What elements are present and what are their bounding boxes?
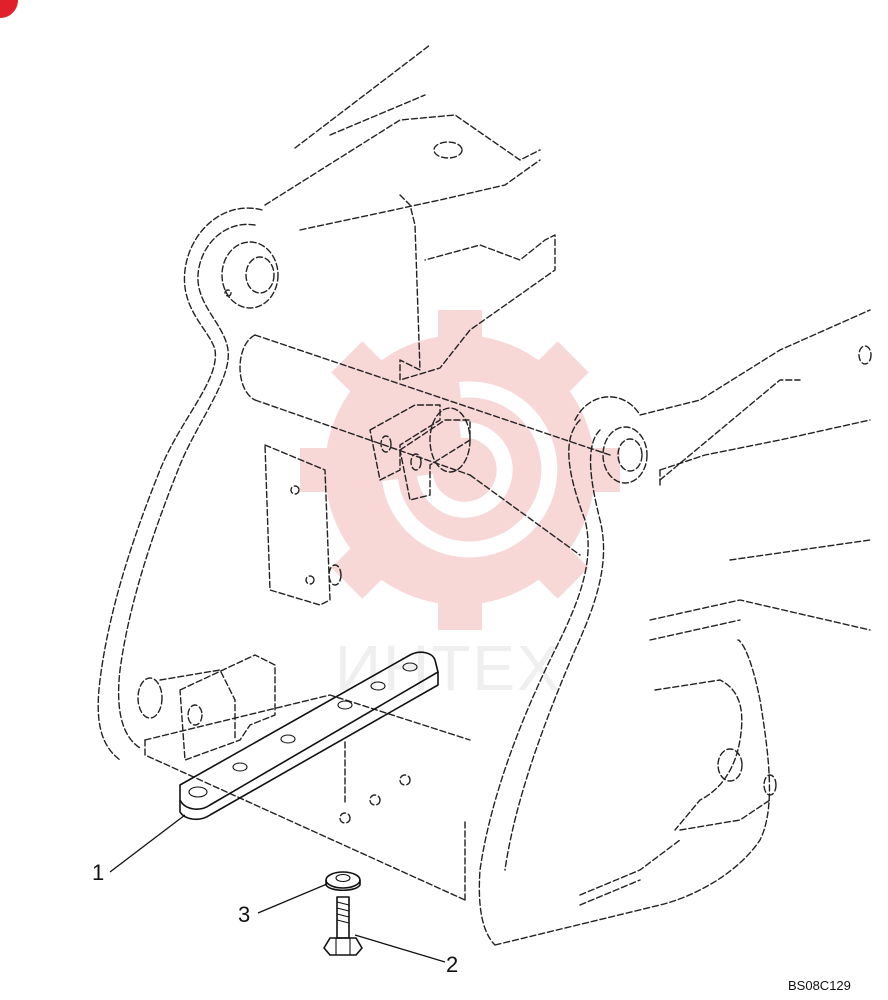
- callout-1: 1: [92, 814, 186, 885]
- callout-3: 3: [238, 883, 328, 927]
- part-bolt: [323, 896, 363, 956]
- callout-1-label: 1: [92, 860, 104, 885]
- watermark: ИНТЕХ: [300, 310, 620, 704]
- callout-3-label: 3: [238, 902, 250, 927]
- part-flat-bar: [179, 651, 439, 821]
- corner-badge-icon: [0, 0, 18, 18]
- drawing-code: BS08C129: [788, 978, 851, 993]
- loader-frame: [97, 44, 872, 946]
- gear-swirl-logo-icon: [300, 310, 620, 630]
- callout-2-label: 2: [446, 952, 458, 977]
- watermark-text: ИНТЕХ: [335, 632, 562, 704]
- callout-2: 2: [354, 934, 458, 977]
- part-washer: [325, 871, 361, 892]
